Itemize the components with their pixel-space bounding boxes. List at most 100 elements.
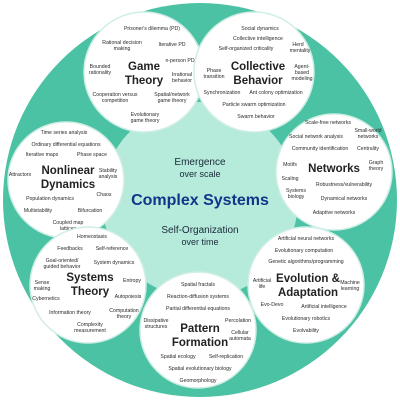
topic-label: Chaos bbox=[97, 192, 112, 198]
topic-label: Genetic algorithms/programming bbox=[268, 259, 343, 265]
topic-label: Self-replication bbox=[209, 354, 243, 360]
center-top-line1: Emergence bbox=[174, 157, 226, 168]
topic-label: Feedbacks bbox=[57, 246, 83, 252]
topic-label: Community identification bbox=[292, 146, 349, 152]
topic-label: Spatial evolutionary biology bbox=[168, 366, 232, 372]
topic-label: Spatial fractals bbox=[181, 282, 215, 288]
topic-label: Adaptive networks bbox=[313, 210, 356, 216]
topic-label: Evolvability bbox=[293, 328, 319, 334]
bubble-title: Behavior bbox=[233, 75, 283, 87]
topic-label: theory bbox=[369, 166, 384, 172]
bubble-title: Theory bbox=[71, 286, 110, 298]
bubble-title: Evolution & bbox=[276, 273, 340, 285]
topic-label: Goal-oriented/ bbox=[46, 258, 79, 264]
topic-label: Ordinary differential equations bbox=[31, 142, 101, 148]
topic-label: Prisoner's dilemma (PD) bbox=[124, 26, 180, 32]
topic-label: Complexity bbox=[77, 322, 103, 328]
bubble-game-theory: Prisoner's dilemma (PD) Rational decisio… bbox=[83, 11, 205, 133]
topic-label: networks bbox=[358, 134, 379, 140]
bubble-circle bbox=[139, 271, 257, 389]
topic-label: Machine bbox=[340, 280, 360, 286]
topic-label: Sense bbox=[35, 280, 50, 286]
bubble-circle bbox=[275, 113, 393, 231]
center-title: Complex Systems bbox=[131, 192, 269, 209]
topic-label: Phase space bbox=[77, 152, 107, 158]
topic-label: Spatial/network bbox=[154, 92, 190, 98]
bubble-evolution-adaptation: Artificial neural networks Evolutionary … bbox=[247, 226, 365, 344]
topic-label: Herd bbox=[292, 42, 303, 48]
center-bottom-line1: Self-Organization bbox=[161, 225, 238, 236]
topic-label: Stability bbox=[99, 168, 118, 174]
bubble-title: Networks bbox=[308, 163, 360, 175]
topic-label: Cybernetics bbox=[32, 296, 60, 302]
bubble-circle bbox=[29, 226, 147, 344]
center-top-line2: over scale bbox=[179, 169, 220, 179]
topic-label: based bbox=[295, 70, 309, 76]
topic-label: Bifurcation bbox=[78, 208, 103, 214]
bubble-title: Systems bbox=[66, 272, 113, 284]
topic-label: Self-reference bbox=[96, 246, 129, 252]
bubble-title: Pattern bbox=[180, 323, 220, 335]
topic-label: Artificial bbox=[253, 278, 271, 284]
topic-label: Multistability bbox=[24, 208, 53, 214]
topic-label: Systems bbox=[286, 188, 306, 194]
topic-label: rationality bbox=[89, 70, 112, 76]
topic-label: Computation bbox=[109, 308, 139, 314]
topic-label: game theory bbox=[158, 98, 187, 104]
topic-label: Rational decision bbox=[102, 40, 142, 46]
topic-label: Percolation bbox=[225, 318, 251, 324]
bubble-collective-behavior: Social dynamics Collective intelligence … bbox=[193, 11, 315, 133]
topic-label: guided behavior bbox=[44, 264, 81, 270]
topic-label: Coupled map bbox=[53, 220, 84, 226]
bubble-pattern-formation: Spatial fractals Reaction-diffusion syst… bbox=[139, 271, 257, 389]
topic-label: automata bbox=[229, 336, 251, 342]
topic-label: competition bbox=[102, 98, 129, 104]
bubble-networks: Scale-free networks Social network analy… bbox=[275, 113, 393, 231]
topic-label: Robustness/vulnerability bbox=[316, 182, 373, 188]
topic-label: analysis bbox=[99, 174, 118, 180]
inner-circle bbox=[102, 102, 298, 298]
topic-label: Population dynamics bbox=[26, 196, 74, 202]
bubble-nonlinear-dynamics: Time series analysis Ordinary differenti… bbox=[7, 121, 125, 239]
topic-label: Phase bbox=[207, 68, 222, 74]
topic-label: Synchronization bbox=[204, 90, 241, 96]
topic-label: Irrational bbox=[172, 72, 192, 78]
topic-label: n-person PD bbox=[165, 58, 194, 64]
topic-label: Motifs bbox=[283, 162, 297, 168]
topic-label: measurement bbox=[74, 328, 106, 334]
topic-label: Social dynamics bbox=[241, 26, 279, 32]
bubble-circle bbox=[193, 11, 315, 133]
topic-label: Bounded bbox=[90, 64, 111, 70]
topic-label: Partial differential equations bbox=[166, 306, 230, 312]
topic-label: learning bbox=[341, 286, 360, 292]
topic-label: Evolutionary bbox=[131, 112, 160, 118]
topic-label: making bbox=[34, 286, 51, 292]
bubble-title: Dynamics bbox=[41, 179, 95, 191]
bubble-title: Theory bbox=[125, 75, 164, 87]
topic-label: Reaction-diffusion systems bbox=[167, 294, 229, 300]
bubble-title: Adaptation bbox=[278, 287, 338, 299]
topic-label: Evolutionary robotics bbox=[282, 316, 331, 322]
topic-label: Spatial ecology bbox=[160, 354, 196, 360]
topic-label: Attractors bbox=[9, 172, 32, 178]
topic-label: Cellular bbox=[231, 330, 249, 336]
topic-label: Scaling bbox=[281, 176, 298, 182]
topic-label: behavior bbox=[172, 78, 192, 84]
topic-label: making bbox=[114, 46, 131, 52]
topic-label: Geomorphology bbox=[180, 378, 217, 384]
topic-label: game theory bbox=[131, 118, 160, 124]
topic-label: Self-organized criticality bbox=[219, 46, 274, 52]
topic-label: Dissipative bbox=[143, 318, 168, 324]
topic-label: Ant colony optimization bbox=[249, 90, 302, 96]
topic-label: Information theory bbox=[49, 310, 91, 316]
bubble-circle bbox=[247, 226, 365, 344]
topic-label: Agent- bbox=[294, 64, 310, 70]
topic-label: mentality bbox=[290, 48, 311, 54]
topic-label: lattices bbox=[60, 226, 77, 232]
topic-label: Artificial neural networks bbox=[278, 236, 335, 242]
topic-label: structures bbox=[145, 324, 168, 330]
topic-label: Homeostasis bbox=[77, 234, 107, 240]
topic-label: Swarm behavior bbox=[237, 114, 275, 120]
topic-label: Evolutionary computation bbox=[275, 248, 333, 254]
